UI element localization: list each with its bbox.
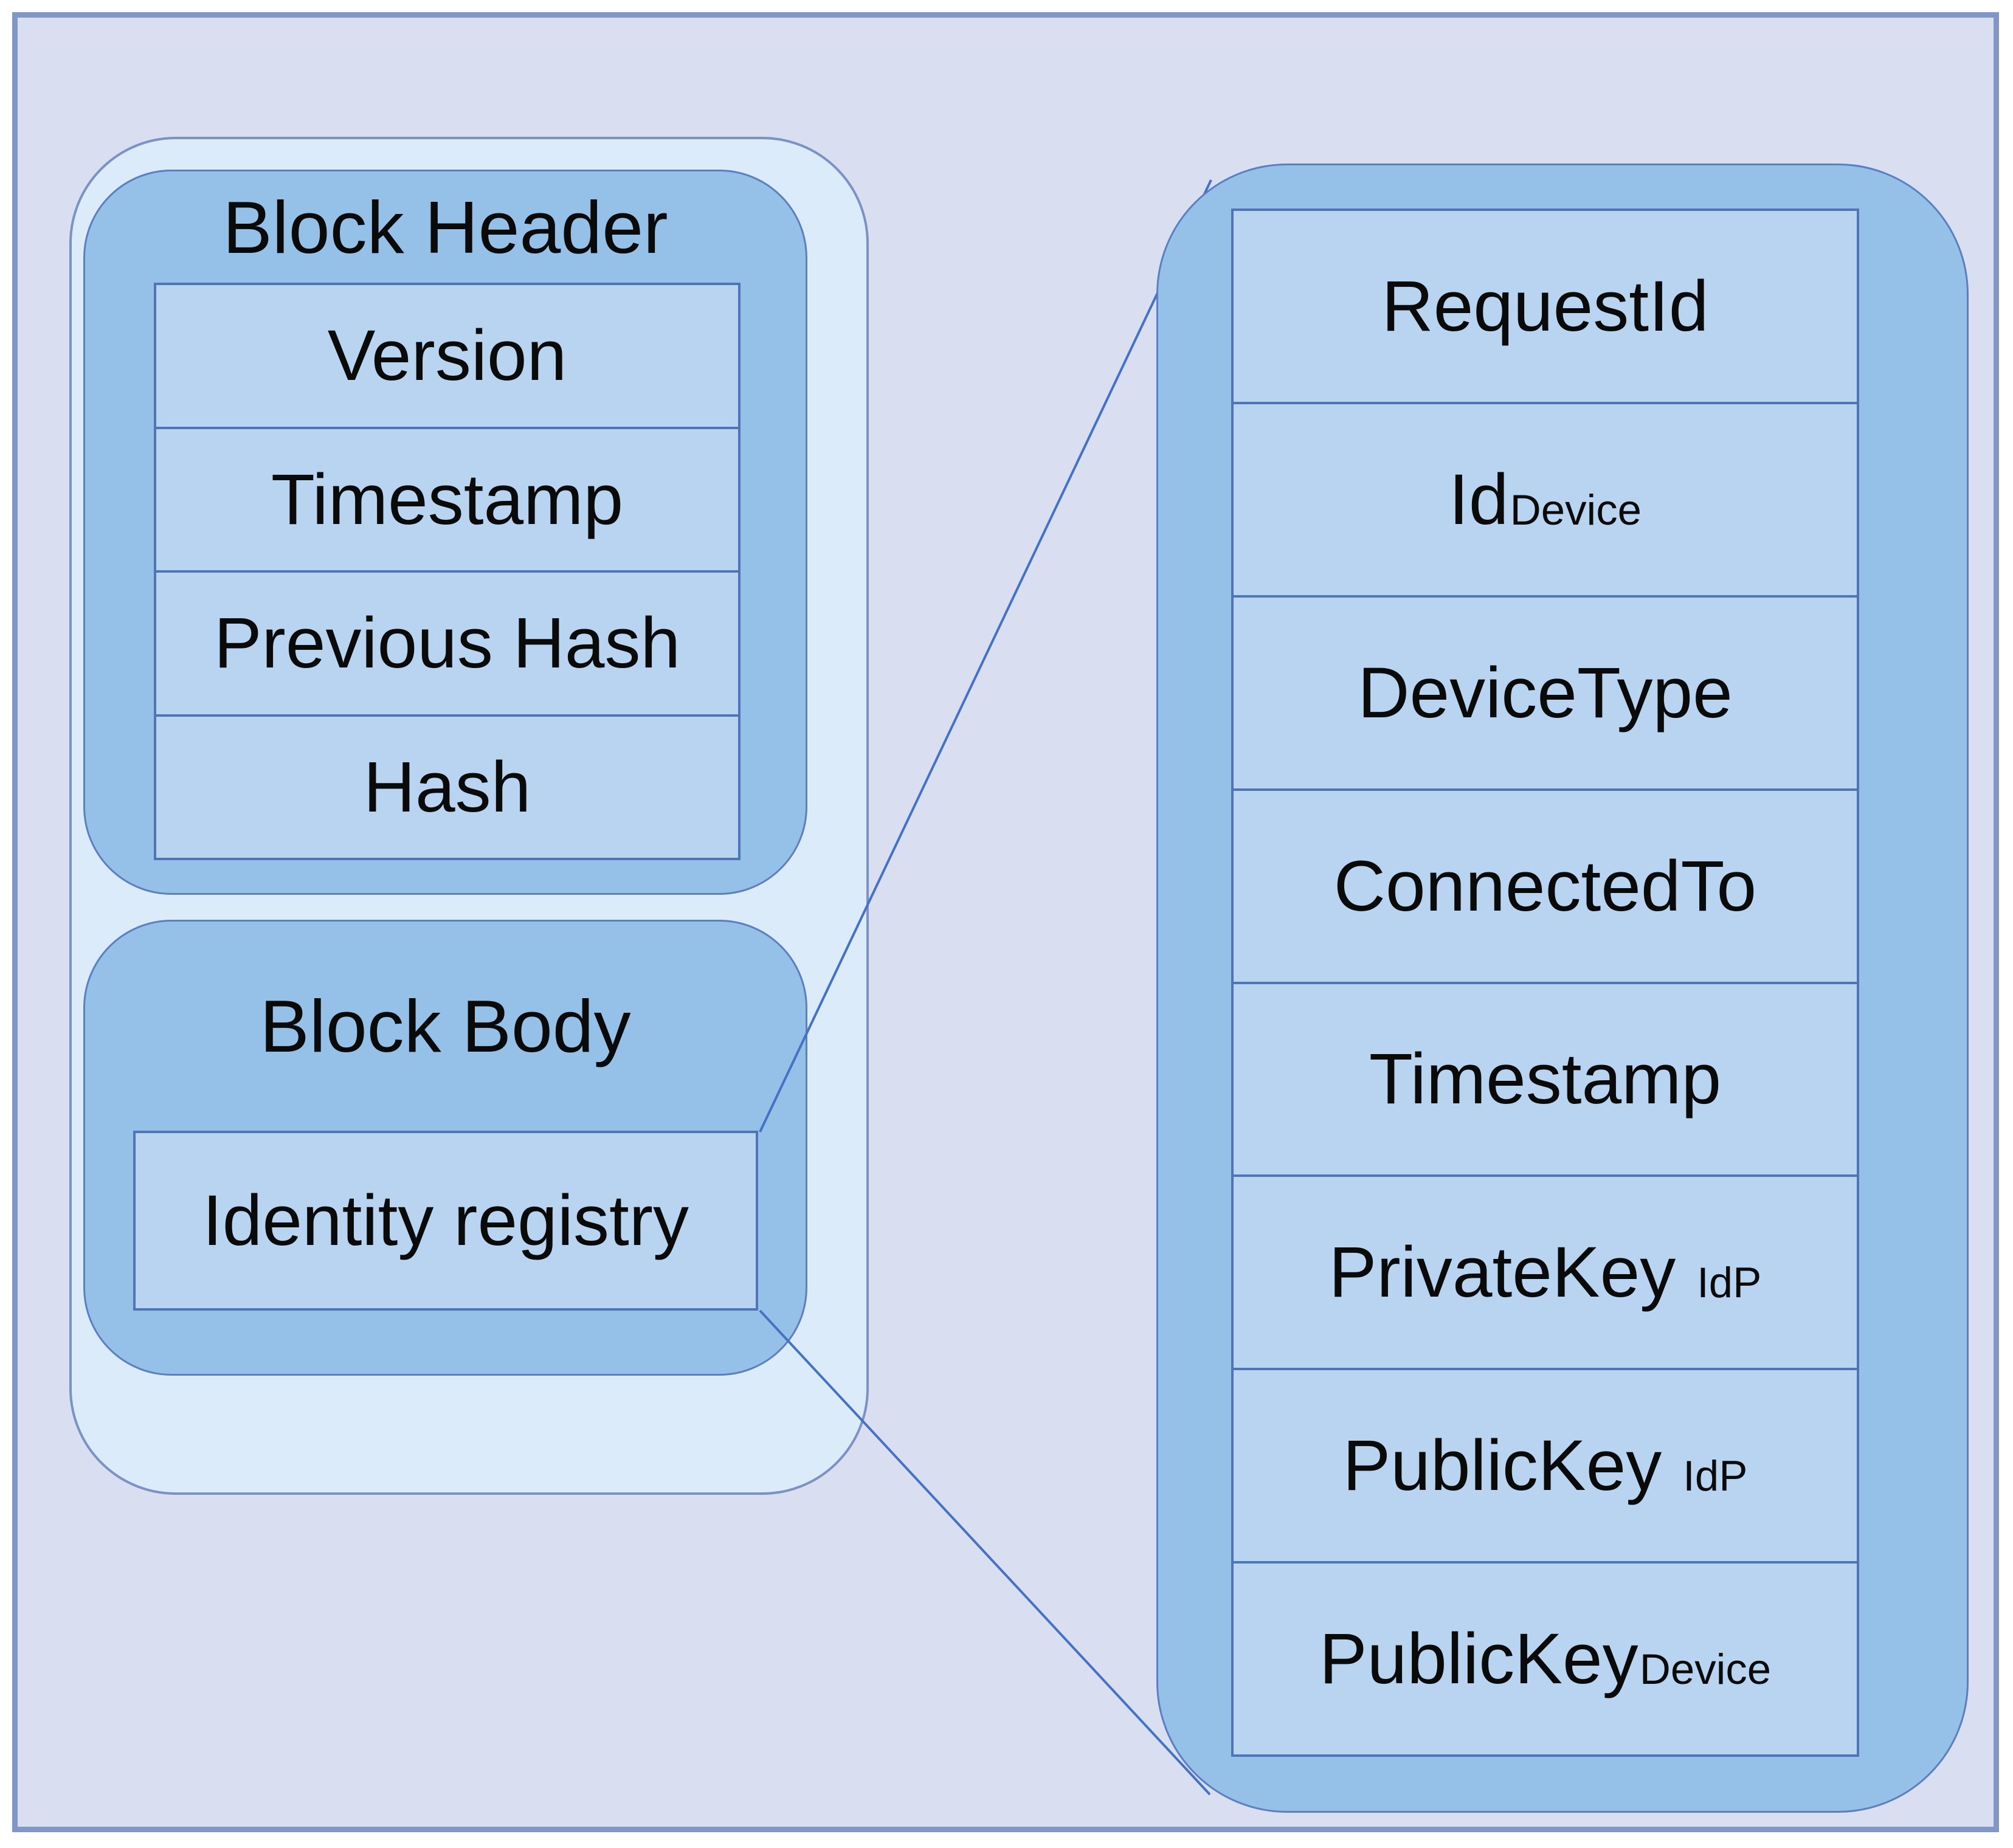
field-label: Hash bbox=[363, 746, 531, 827]
field-label: Previous Hash bbox=[213, 603, 681, 684]
block-header-title: Block Header bbox=[223, 185, 668, 269]
field-label: DeviceType bbox=[1358, 652, 1733, 733]
field-label: PublicKey bbox=[1319, 1619, 1638, 1700]
field-label: Timestamp bbox=[271, 459, 624, 540]
table-row: Previous Hash bbox=[156, 570, 738, 714]
field-label: PublicKey bbox=[1342, 1426, 1682, 1506]
table-row: DeviceType bbox=[1234, 595, 1857, 788]
field-label: Version bbox=[327, 315, 567, 396]
field-label: Timestamp bbox=[1369, 1039, 1722, 1120]
table-row: PrivateKey IdP bbox=[1234, 1174, 1857, 1368]
field-label: Identity registry bbox=[202, 1181, 689, 1261]
block-body-title: Block Body bbox=[260, 985, 631, 1067]
block-body-panel: Block Body Identity registry bbox=[83, 920, 807, 1376]
field-label-subscript: IdP bbox=[1697, 1259, 1762, 1308]
field-label: Id bbox=[1449, 459, 1509, 540]
field-label-subscript: IdP bbox=[1683, 1452, 1748, 1501]
identity-registry-box: Identity registry bbox=[133, 1131, 758, 1311]
table-row: ConnectedTo bbox=[1234, 788, 1857, 982]
field-label-subscript: Device bbox=[1510, 486, 1642, 534]
table-row: RequestId bbox=[1234, 211, 1857, 402]
field-label: RequestId bbox=[1381, 266, 1709, 346]
table-row: Identity registry bbox=[136, 1133, 756, 1308]
field-label-subscript: Device bbox=[1639, 1646, 1772, 1694]
field-label: ConnectedTo bbox=[1333, 846, 1757, 926]
table-row: Version bbox=[156, 285, 738, 427]
table-row: Timestamp bbox=[1234, 981, 1857, 1175]
table-row: Hash bbox=[156, 714, 738, 858]
field-label: PrivateKey bbox=[1328, 1232, 1696, 1313]
table-row: PublicKey IdP bbox=[1234, 1368, 1857, 1562]
table-row: Timestamp bbox=[156, 426, 738, 570]
